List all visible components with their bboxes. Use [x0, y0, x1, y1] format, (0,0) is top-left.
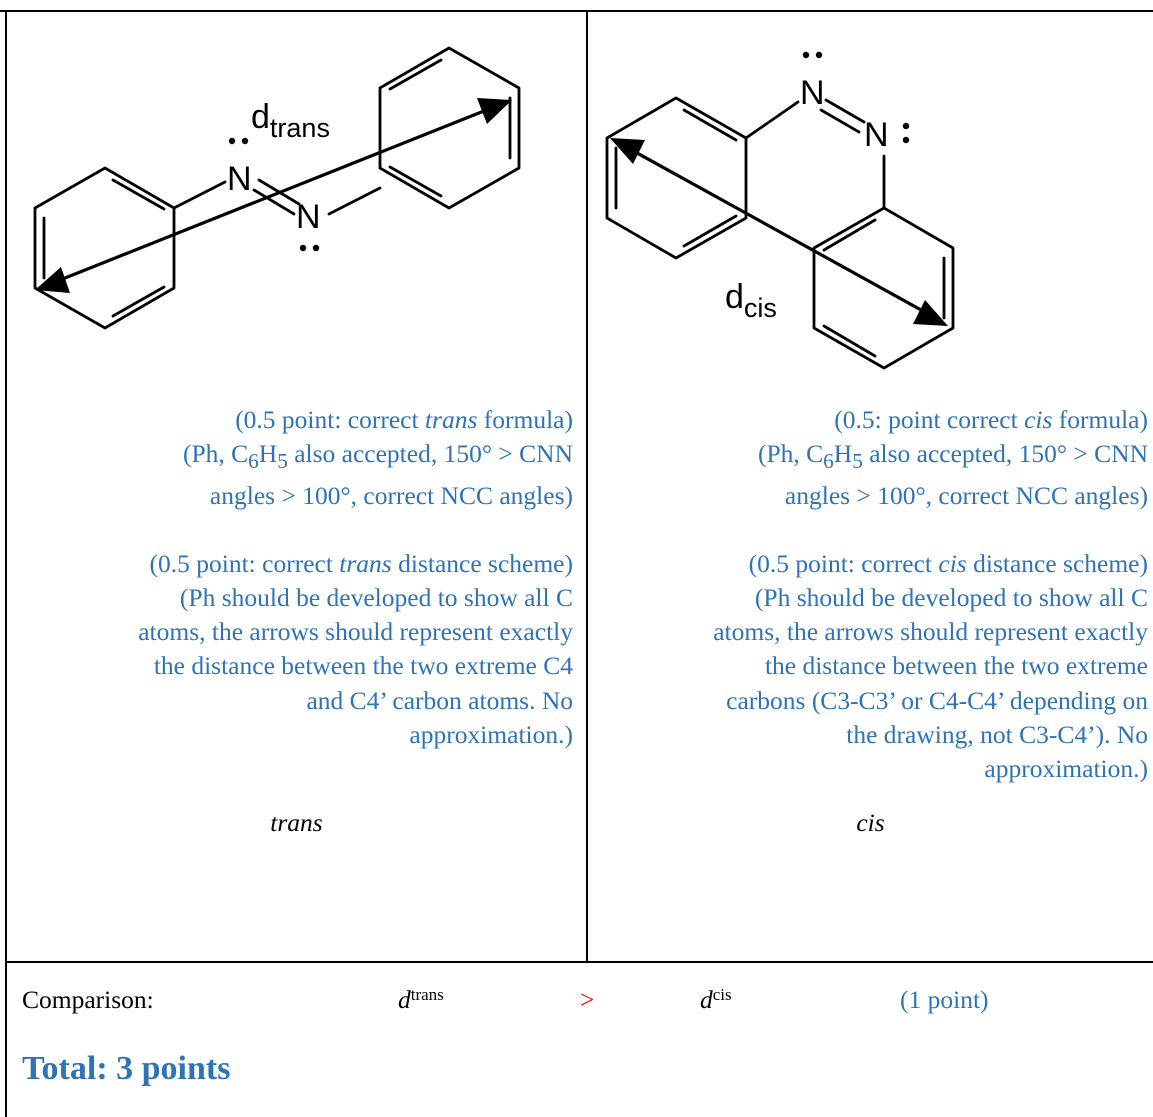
cis-n-upper-label: N — [800, 74, 825, 112]
cis-distance-label-main: d — [725, 278, 744, 316]
cis-distance-label-sub: cis — [744, 293, 777, 323]
trans-arrowhead-left — [35, 267, 70, 293]
trans-lone-pair-dot — [312, 244, 320, 252]
comparison-label: Comparison: — [22, 985, 154, 1014]
cis-distance-label: dcis — [725, 278, 777, 323]
trans-left-ring-double-2 — [111, 178, 166, 211]
cis-arrowhead-left — [610, 138, 645, 164]
trans-lone-pair-dot — [299, 244, 307, 252]
trans-distance-label-main: d — [251, 98, 270, 136]
cis-nn-bond — [824, 98, 866, 124]
trans-azobenzene-structure: N N dtrans — [33, 46, 521, 330]
cis-n-right-label: N — [864, 116, 889, 154]
trans-cn-bond-right — [327, 186, 382, 216]
cis-left-ring-double-3 — [682, 214, 738, 248]
trans-left-ring — [33, 166, 176, 330]
comparison-operator: > — [580, 985, 595, 1014]
cis-right-ring — [812, 206, 955, 370]
trans-nn-bond-second — [252, 188, 296, 216]
trans-distance-label-sub: trans — [270, 113, 330, 143]
cis-notes: (0.5: point correct cis formula)(Ph, C6H… — [588, 403, 1148, 786]
cis-right-ring-double-2 — [822, 218, 877, 252]
cis-distance-arrow — [626, 146, 934, 318]
trans-cn-bond-left — [172, 180, 227, 210]
table-row-divider — [5, 961, 1153, 963]
cis-lone-pair-dot — [802, 51, 810, 59]
cis-lone-pair-dot — [815, 51, 823, 59]
trans-right-ring — [378, 46, 521, 210]
cis-formula-note: (0.5: point correct cis formula)(Ph, C6H… — [757, 405, 1148, 510]
trans-arrowhead-right — [477, 98, 512, 124]
trans-distance-note: (0.5 point: correct trans distance schem… — [138, 548, 573, 749]
trans-right-ring-double-3 — [388, 165, 443, 198]
cis-azobenzene-structure: N N dcis — [605, 51, 955, 370]
trans-distance-arrow — [53, 103, 501, 284]
cis-left-ring — [605, 96, 748, 260]
trans-n-lower-label: N — [296, 198, 321, 236]
cis-lone-pair-dot — [902, 122, 910, 130]
trans-lone-pair-dot — [228, 137, 236, 145]
trans-left-ring-double-3 — [111, 285, 166, 318]
trans-notes: (0.5 point: correct trans formula)(Ph, C… — [7, 403, 573, 752]
cis-cn-bond-left — [744, 100, 800, 140]
trans-caption: trans — [270, 808, 323, 837]
trans-lone-pair-dot — [241, 137, 249, 145]
table-top-border — [0, 10, 1153, 12]
trans-distance-label: dtrans — [251, 98, 330, 143]
total-points: Total: 3 points — [22, 1050, 231, 1087]
cis-distance-note: (0.5 point: correct cis distance scheme)… — [713, 548, 1148, 783]
comparison-points: (1 point) — [900, 985, 989, 1014]
table-middle-divider — [586, 10, 588, 962]
cis-panel: N N dcis (0.5: point correct cis formula… — [588, 12, 1153, 961]
trans-panel: N N dtrans (0.5 point: correct trans for… — [7, 12, 586, 961]
cis-lone-pair-dot — [902, 136, 910, 144]
cis-left-ring-double-2 — [682, 108, 738, 142]
trans-n-upper-label: N — [227, 160, 252, 198]
cis-right-ring-double-3 — [822, 324, 877, 358]
trans-formula-note: (0.5 point: correct trans formula)(Ph, C… — [182, 405, 573, 510]
cis-arrowhead-right — [913, 300, 948, 326]
cis-nn-bond-second — [819, 108, 861, 134]
table-left-border — [5, 10, 7, 1117]
cis-caption: cis — [856, 808, 885, 837]
trans-right-ring-double-2 — [388, 58, 443, 91]
